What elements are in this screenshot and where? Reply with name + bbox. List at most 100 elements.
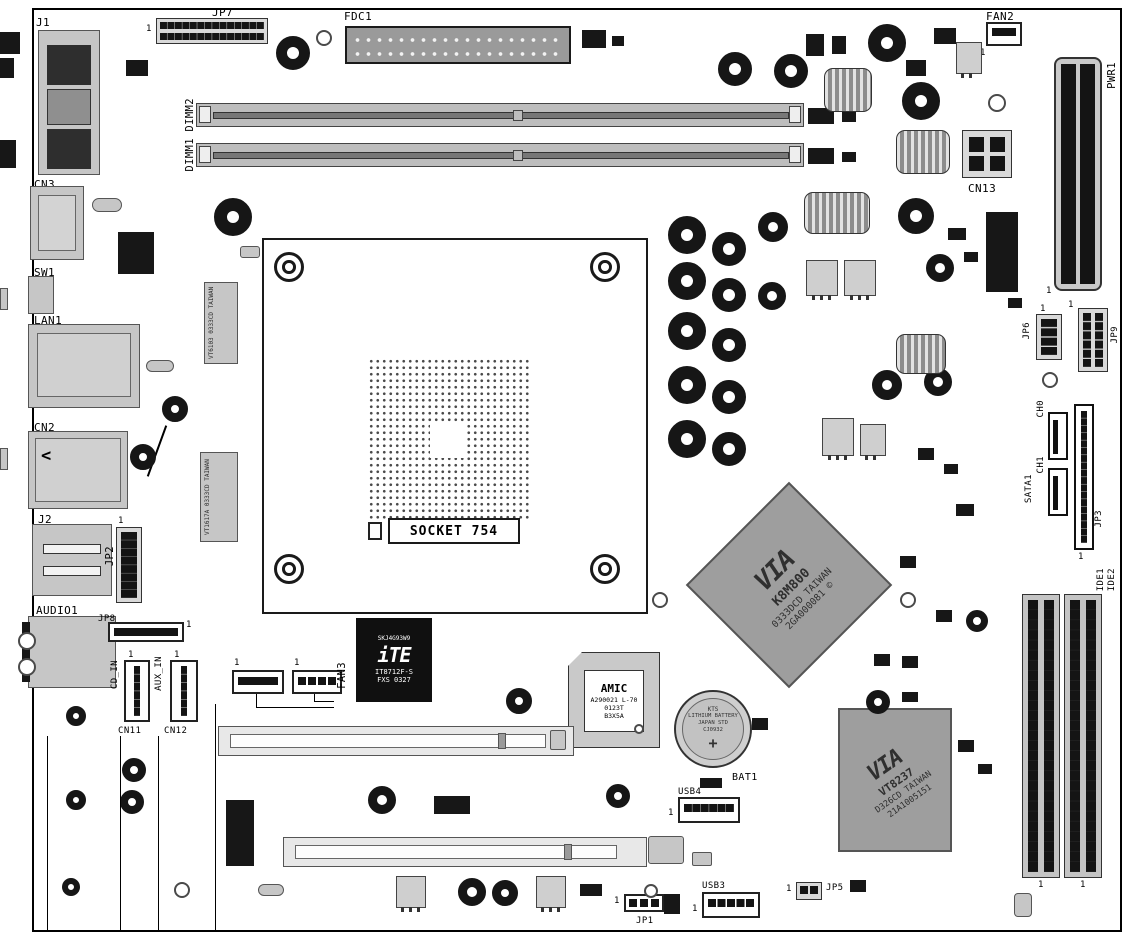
pin1-fan2: 1 [980, 48, 986, 58]
expansion-slot-1-key [498, 733, 506, 749]
capacitor [66, 790, 86, 810]
component-pad [692, 852, 712, 866]
dimm1-latch-right [789, 146, 801, 163]
bios-line3: B3X5A [604, 711, 624, 720]
jp1-jumper [624, 894, 664, 912]
component-pad [240, 246, 260, 258]
usb4-header [678, 797, 740, 823]
smd-component [582, 30, 606, 48]
battery-plus: + [708, 733, 718, 752]
label-fdc1: FDC1 [344, 10, 373, 23]
label-jp9: JP9 [1110, 326, 1120, 344]
smd-component [0, 140, 16, 168]
smd-component [226, 800, 254, 866]
j1-mid [47, 89, 91, 125]
label-sata1: SATA1 [1024, 474, 1034, 504]
pin1-jp5: 1 [786, 884, 792, 894]
capacitor [712, 380, 746, 414]
pin1-jp8: 1 [186, 620, 192, 630]
component-pad [258, 884, 284, 896]
capacitor [758, 282, 786, 310]
component-pad [550, 730, 566, 750]
label-j2: J2 [38, 513, 53, 526]
battery: KTS LITHIUM BATTERY JAPAN STD CJ0932 + [674, 690, 752, 768]
cn13-connector [962, 130, 1012, 178]
lan-phy-chip: VT6103 0333CD TAIWAN [204, 282, 238, 364]
inductor-coil [896, 334, 946, 374]
audio1-jacks [28, 616, 116, 688]
dimm1-slot [196, 143, 804, 167]
jp9-pins [1083, 313, 1103, 367]
board-section-line [120, 736, 121, 930]
smd-component [126, 60, 148, 76]
socket-corner-hole [274, 554, 304, 584]
battery-line2: LITHIUM BATTERY [688, 713, 738, 720]
fan3-callout-line-a [256, 694, 334, 708]
cn11-connector [124, 660, 150, 722]
expansion-slot-2-key [564, 844, 572, 860]
pin1-pwr1: 1 [1046, 286, 1052, 296]
fdc1-connector [345, 26, 571, 64]
j1-port [38, 30, 100, 175]
pwr1-connector [1054, 57, 1102, 291]
mounting-hole [1042, 372, 1058, 388]
smd-component [956, 504, 974, 516]
capacitor [866, 690, 890, 714]
mounting-hole [988, 94, 1006, 112]
capacitor [668, 366, 706, 404]
capacitor [276, 36, 310, 70]
label-fan2: FAN2 [986, 10, 1015, 23]
fan3b-pins [298, 677, 336, 687]
component-pad [0, 288, 8, 310]
capacitor [120, 790, 144, 814]
pin1-cn12: 1 [174, 650, 180, 660]
label-cn13: CN13 [968, 182, 997, 195]
cn12-connector [170, 660, 198, 722]
capacitor [926, 254, 954, 282]
component-pad [146, 360, 174, 372]
cn12-pins [181, 666, 187, 716]
board-section-line [215, 704, 216, 930]
jp2-header [116, 527, 142, 603]
jp9-header [1078, 308, 1108, 372]
label-lan1: LAN1 [34, 314, 63, 327]
capacitor [492, 880, 518, 906]
label-usb3: USB3 [702, 881, 726, 891]
pin1-usb3: 1 [692, 904, 698, 914]
ite-line1: SKJ4G93W9 [377, 635, 411, 642]
smd-component [944, 464, 958, 474]
label-jp1: JP1 [636, 916, 654, 926]
smd-component [958, 740, 974, 752]
codec-line2: 0333CD TAIWAN [204, 459, 211, 507]
label-jp3: JP3 [1094, 510, 1104, 528]
component-pad [0, 448, 8, 470]
smd-component [842, 112, 856, 122]
ide2-pins [1070, 600, 1096, 872]
plcc-pin1-hole [634, 724, 644, 734]
smd-component [964, 252, 978, 262]
cn13-pins [969, 137, 1005, 171]
smd-component [1008, 298, 1022, 308]
transistor [806, 260, 838, 300]
smd-component [664, 894, 680, 914]
capacitor [506, 688, 532, 714]
capacitor [458, 878, 486, 906]
capacitor [712, 232, 746, 266]
smd-component [906, 60, 926, 76]
label-pwr1: PWR1 [1106, 62, 1118, 89]
capacitor [214, 198, 252, 236]
pin1-ide2: 1 [1080, 880, 1086, 890]
usb3-header [702, 892, 760, 918]
smd-component [580, 884, 602, 896]
jp3-pins [1081, 411, 1087, 543]
capacitor [162, 396, 188, 422]
jp6-pins [1041, 319, 1057, 355]
capacitor [712, 278, 746, 312]
smd-component [612, 36, 624, 46]
mounting-hole [900, 592, 916, 608]
label-cn12: CN12 [164, 726, 188, 736]
smd-component [0, 58, 14, 78]
cn2-port: < [28, 431, 128, 509]
transistor [396, 876, 426, 912]
cn3-port [30, 186, 84, 260]
